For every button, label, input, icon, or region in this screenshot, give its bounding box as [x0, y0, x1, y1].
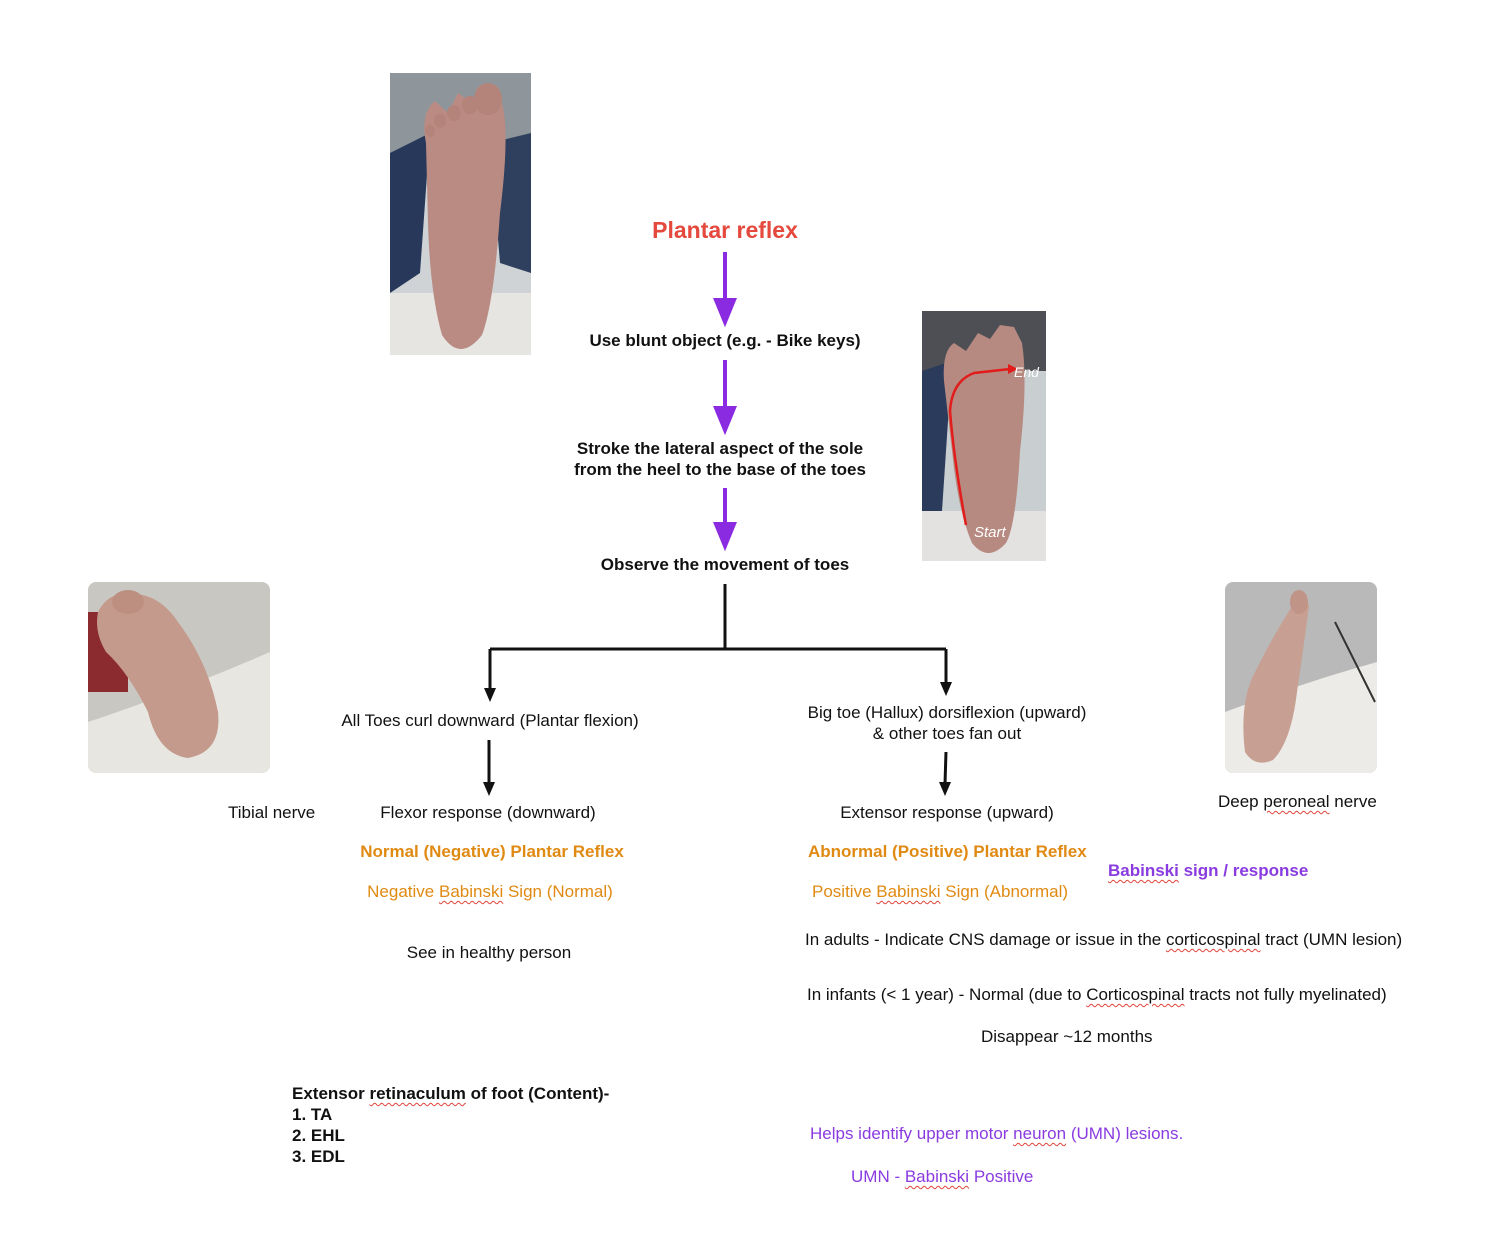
stroke-start-label: Start	[974, 524, 1007, 541]
retinaculum-item-2: 2. EHL	[292, 1126, 345, 1145]
deep-peroneal-w1: Deep	[1218, 792, 1264, 811]
negative-babinski-pre: Negative	[367, 882, 439, 901]
positive-babinski-word: Babinski	[876, 882, 941, 901]
adult-note-word: corticospinal	[1165, 930, 1261, 949]
tibial-nerve-label: Tibial nerve	[228, 803, 316, 822]
purple-arrows	[713, 252, 737, 552]
healthy-person-note: See in healthy person	[406, 943, 572, 962]
left-response: Flexor response (downward)	[380, 803, 596, 822]
right-observation-line1: Big toe (Hallux) dorsiflexion (upward)	[807, 703, 1087, 722]
step-stroke-line1: Stroke the lateral aspect of the sole	[576, 439, 864, 458]
negative-babinski-label: Negative Babinski Sign (Normal)	[330, 881, 650, 902]
positive-babinski-pre: Positive	[812, 882, 877, 901]
umn-identify-note: Helps identify upper motor neuron (UMN) …	[810, 1123, 1183, 1144]
right-response: Extensor response (upward)	[840, 803, 1054, 822]
deep-peroneal-nerve-label: Deep peroneal nerve	[1218, 791, 1377, 812]
left-observation: All Toes curl downward (Plantar flexion)	[341, 711, 639, 730]
deep-peroneal-w2: peroneal	[1263, 792, 1330, 811]
retinaculum-heading: Extensor retinaculum of foot (Content)-	[292, 1083, 609, 1104]
black-arrowheads	[483, 682, 952, 796]
retinaculum-note: Extensor retinaculum of foot (Content)- …	[292, 1083, 609, 1167]
umn-babinski-word: Babinski	[904, 1167, 970, 1186]
step-blunt-object: Use blunt object (e.g. - Bike keys)	[589, 331, 861, 350]
umn-identify-word: neuron	[1013, 1124, 1067, 1143]
babinski-sign-word: Babinski	[1108, 861, 1179, 880]
adult-note-post: tract (UMN lesion)	[1260, 930, 1403, 949]
right-observation-line2: & other toes fan out	[872, 724, 1022, 743]
adult-note: In adults - Indicate CNS damage or issue…	[805, 929, 1402, 950]
step-observe-toes: Observe the movement of toes	[600, 555, 850, 574]
stroke-end-label: End	[1014, 364, 1040, 380]
infant-note-post: tracts not fully myelinated)	[1184, 985, 1387, 1004]
right-observation: Big toe (Hallux) dorsiflexion (upward) &…	[770, 702, 1124, 744]
positive-babinski-label: Positive Babinski Sign (Abnormal)	[812, 881, 1068, 902]
retinaculum-item-3: 3. EDL	[292, 1147, 345, 1166]
disappear-note: Disappear ~12 months	[981, 1027, 1153, 1046]
retinaculum-item-1: 1. TA	[292, 1105, 333, 1124]
extensor-response-photo	[1225, 582, 1377, 773]
adult-note-pre: In adults - Indicate CNS damage or issue…	[805, 930, 1166, 949]
infant-note: In infants (< 1 year) - Normal (due to C…	[807, 984, 1387, 1005]
umn-babinski-post: Positive	[969, 1167, 1034, 1186]
positive-babinski-post: Sign (Abnormal)	[940, 882, 1069, 901]
umn-babinski-note: UMN - Babinski Positive	[851, 1166, 1033, 1187]
sole-photo-top	[390, 73, 531, 355]
abnormal-reflex-label: Abnormal (Positive) Plantar Reflex	[808, 842, 1087, 861]
flexor-response-photo	[88, 582, 270, 773]
babinski-sign-rest: sign / response	[1178, 861, 1309, 880]
negative-babinski-word: Babinski	[438, 882, 504, 901]
branch-lines	[487, 584, 948, 785]
normal-reflex-label: Normal (Negative) Plantar Reflex	[360, 842, 624, 861]
retinaculum-word: retinaculum	[369, 1084, 466, 1103]
stroke-path-icon	[948, 367, 1011, 526]
retinaculum-post: of foot (Content)-	[465, 1084, 610, 1103]
negative-babinski-post: Sign (Normal)	[503, 882, 613, 901]
umn-identify-pre: Helps identify upper motor	[810, 1124, 1014, 1143]
umn-identify-post: (UMN) lesions.	[1066, 1124, 1184, 1143]
step-stroke-line2: from the heel to the base of the toes	[574, 460, 866, 479]
step-stroke-sole: Stroke the lateral aspect of the sole fr…	[520, 438, 920, 480]
diagram-title: Plantar reflex	[652, 217, 798, 243]
babinski-sign-heading: Babinski sign / response	[1108, 860, 1308, 881]
infant-note-word: Corticospinal	[1086, 985, 1185, 1004]
infant-note-pre: In infants (< 1 year) - Normal (due to	[807, 985, 1087, 1004]
umn-babinski-pre: UMN -	[851, 1167, 905, 1186]
sole-stroke-photo: End Start	[922, 311, 1046, 561]
retinaculum-pre: Extensor	[292, 1084, 370, 1103]
deep-peroneal-w3: nerve	[1329, 792, 1377, 811]
